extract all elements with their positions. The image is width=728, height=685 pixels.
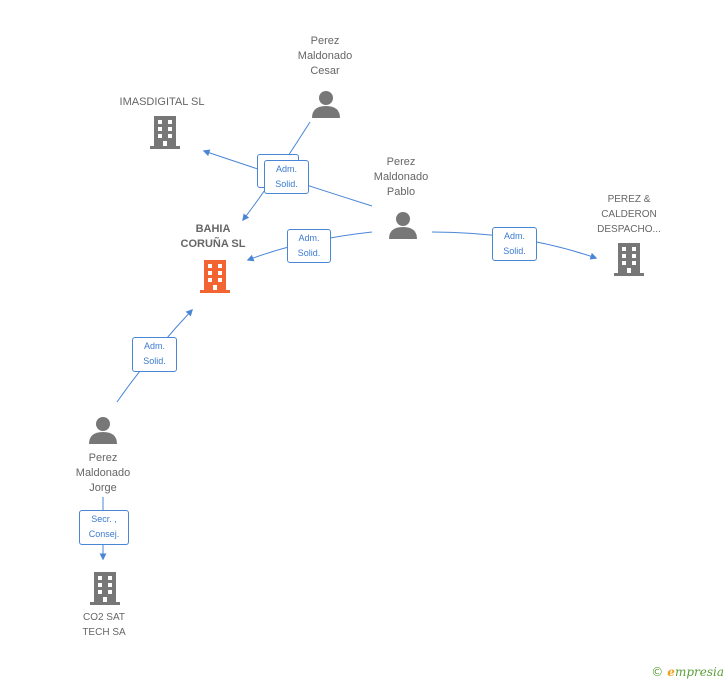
building-icon <box>614 243 644 276</box>
node-label-imasdigital: IMASDIGITAL SL <box>108 95 216 110</box>
building-icon <box>150 116 180 149</box>
building-icon <box>90 572 120 605</box>
node-label-perez-calderon: PEREZ & CALDERON DESPACHO... <box>586 192 672 237</box>
person-icon <box>312 91 340 118</box>
brand-name: mpresia <box>674 665 724 679</box>
brand-initial: e <box>667 665 675 679</box>
label-line: CALDERON <box>601 209 657 220</box>
label-line: IMASDIGITAL SL <box>119 96 205 108</box>
person-icon <box>389 212 417 239</box>
brand-watermark: ©empresia <box>651 665 724 679</box>
badge-line: Solid. <box>503 246 526 256</box>
badge-line: Adm. <box>298 233 320 243</box>
person-icon <box>89 417 117 444</box>
role-badge: Adm. Solid. <box>264 160 309 194</box>
node-label-co2: CO2 SAT TECH SA <box>64 610 144 640</box>
role-badge: Adm. Solid. <box>287 229 331 263</box>
badge-line: Solid. <box>297 248 321 258</box>
label-line: DESPACHO... <box>597 224 661 235</box>
node-label-bahia: BAHIA CORUÑA SL <box>168 222 258 252</box>
node-label-cesar: Perez Maldonado Cesar <box>284 34 366 79</box>
role-badge: Adm. Solid. <box>132 337 177 372</box>
label-line: Maldonado <box>297 50 353 62</box>
label-line: TECH SA <box>82 627 126 638</box>
label-line: Perez <box>88 452 118 464</box>
label-line: BAHIA <box>195 223 231 235</box>
label-line: Pablo <box>386 186 416 198</box>
badge-line: Adm. <box>503 231 525 241</box>
badge-line: Secr. , <box>91 514 117 524</box>
badge-line: Adm. <box>143 341 165 351</box>
label-line: CORUÑA SL <box>180 238 246 250</box>
node-label-jorge: Perez Maldonado Jorge <box>62 451 144 496</box>
badge-line: Solid. <box>143 356 166 366</box>
label-line: Cesar <box>310 65 340 77</box>
label-line: Perez <box>386 156 416 168</box>
label-line: CO2 SAT <box>82 612 126 623</box>
building-icon-main <box>200 260 230 293</box>
label-line: Jorge <box>89 482 117 494</box>
copyright-icon: © <box>651 665 664 679</box>
node-label-pablo: Perez Maldonado Pablo <box>360 155 442 200</box>
badge-line: Adm. <box>275 164 297 174</box>
badge-line: Consej. <box>88 529 120 539</box>
label-line: Maldonado <box>373 171 429 183</box>
label-line: PEREZ & <box>607 194 651 205</box>
label-line: Perez <box>310 35 340 47</box>
label-line: Maldonado <box>75 467 131 479</box>
role-badge: Secr. , Consej. <box>79 510 129 545</box>
role-badge: Adm. Solid. <box>492 227 537 261</box>
badge-line: Solid. <box>275 179 298 189</box>
